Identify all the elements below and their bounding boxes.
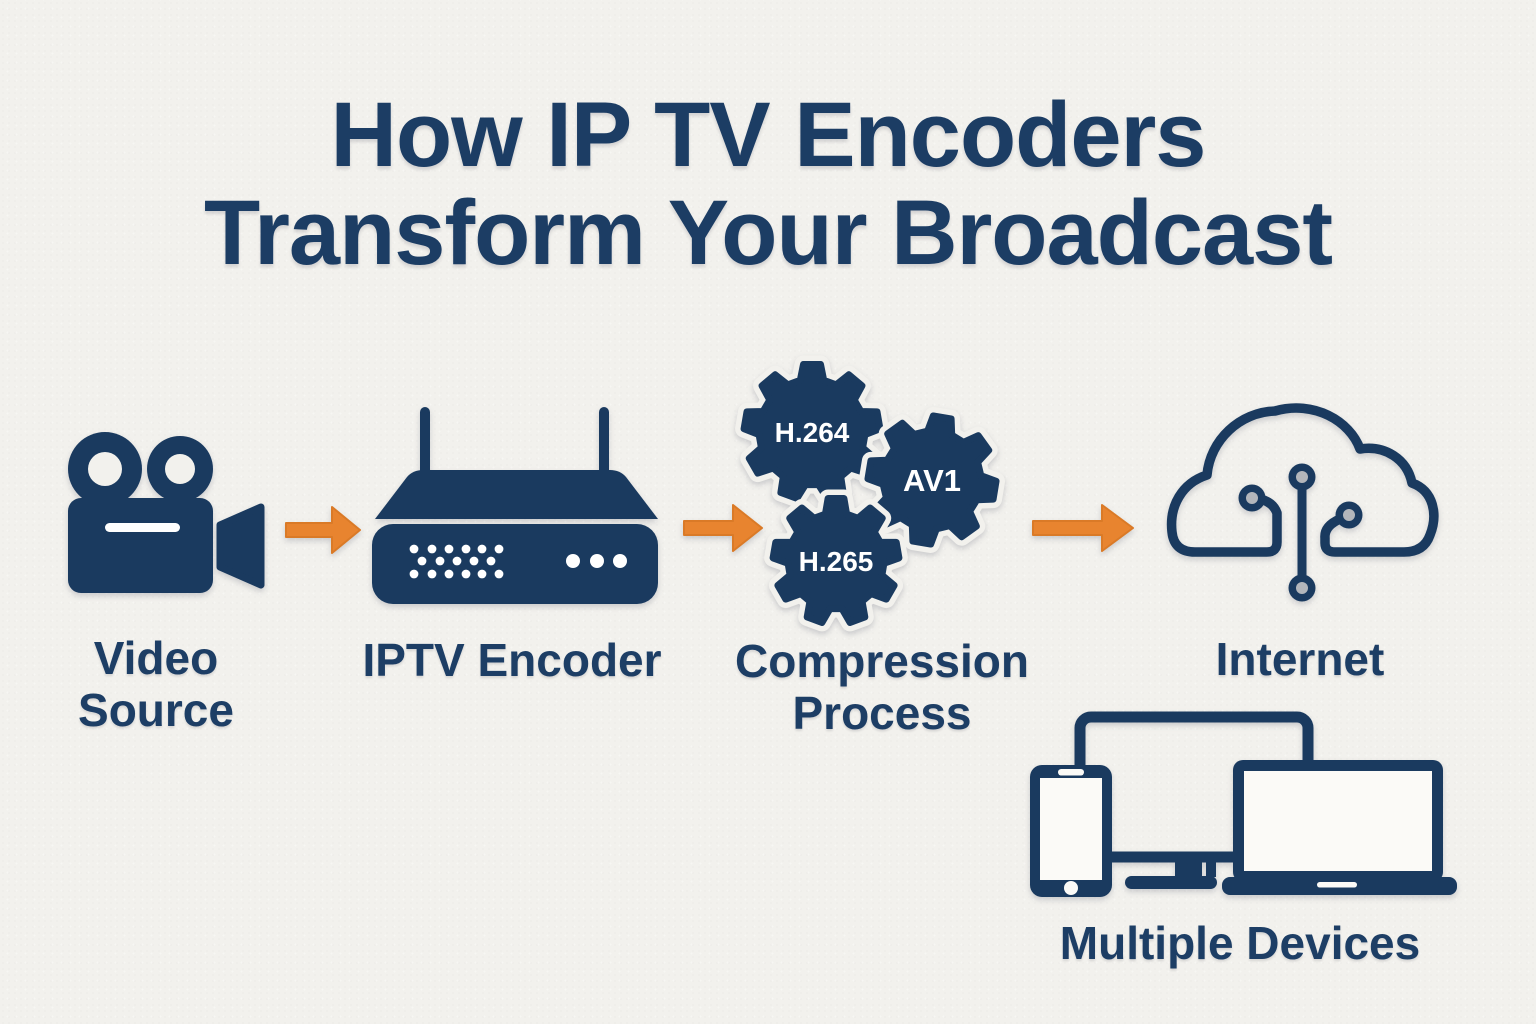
codec-label-h265: H.265 (799, 546, 874, 577)
page-title: How IP TV Encoders Transform Your Broadc… (0, 86, 1536, 283)
video-camera-icon (68, 432, 265, 593)
label-internet: Internet (1215, 633, 1385, 685)
circuit-nodes (1238, 463, 1363, 602)
label-video-source: Video Source (78, 632, 234, 736)
title-line-2: Transform Your Broadcast (203, 182, 1333, 285)
flow-arrow-icon (683, 504, 763, 552)
label-compression-process: Compression Process (735, 635, 1029, 739)
flow-arrow-icon (285, 506, 361, 554)
codec-label-h264: H.264 (775, 417, 850, 448)
monitor-stand (1125, 853, 1217, 889)
multiple-devices-icon (1030, 711, 1457, 897)
iptv-encoder-icon (372, 407, 658, 604)
gear-h265-icon (769, 495, 903, 626)
laptop-icon (1222, 760, 1457, 895)
phone-icon (1030, 765, 1112, 897)
label-iptv-encoder: IPTV Encoder (362, 634, 662, 686)
codec-label-av1: AV1 (903, 463, 961, 498)
gear-av1-icon (864, 412, 1000, 548)
title-line-1: How IP TV Encoders (330, 84, 1207, 186)
label-multiple-devices: Multiple Devices (1059, 917, 1421, 969)
compression-gears-icon: H.264 AV1 H.265 (735, 355, 1005, 632)
internet-cloud-icon (1166, 403, 1439, 602)
gear-h264-icon (740, 361, 884, 502)
flow-arrow-icon (1032, 504, 1134, 552)
